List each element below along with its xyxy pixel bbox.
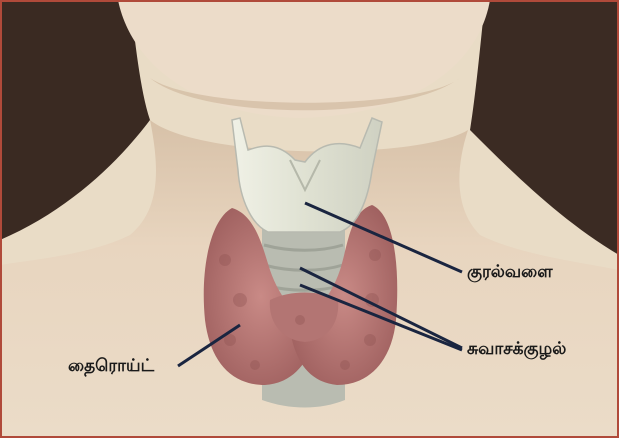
trachea-label: சுவாசக்குழல் [467,339,566,361]
thyroid-label: தைரொய்ட் [68,356,154,378]
larynx-label: குரல்வளை [467,262,553,284]
